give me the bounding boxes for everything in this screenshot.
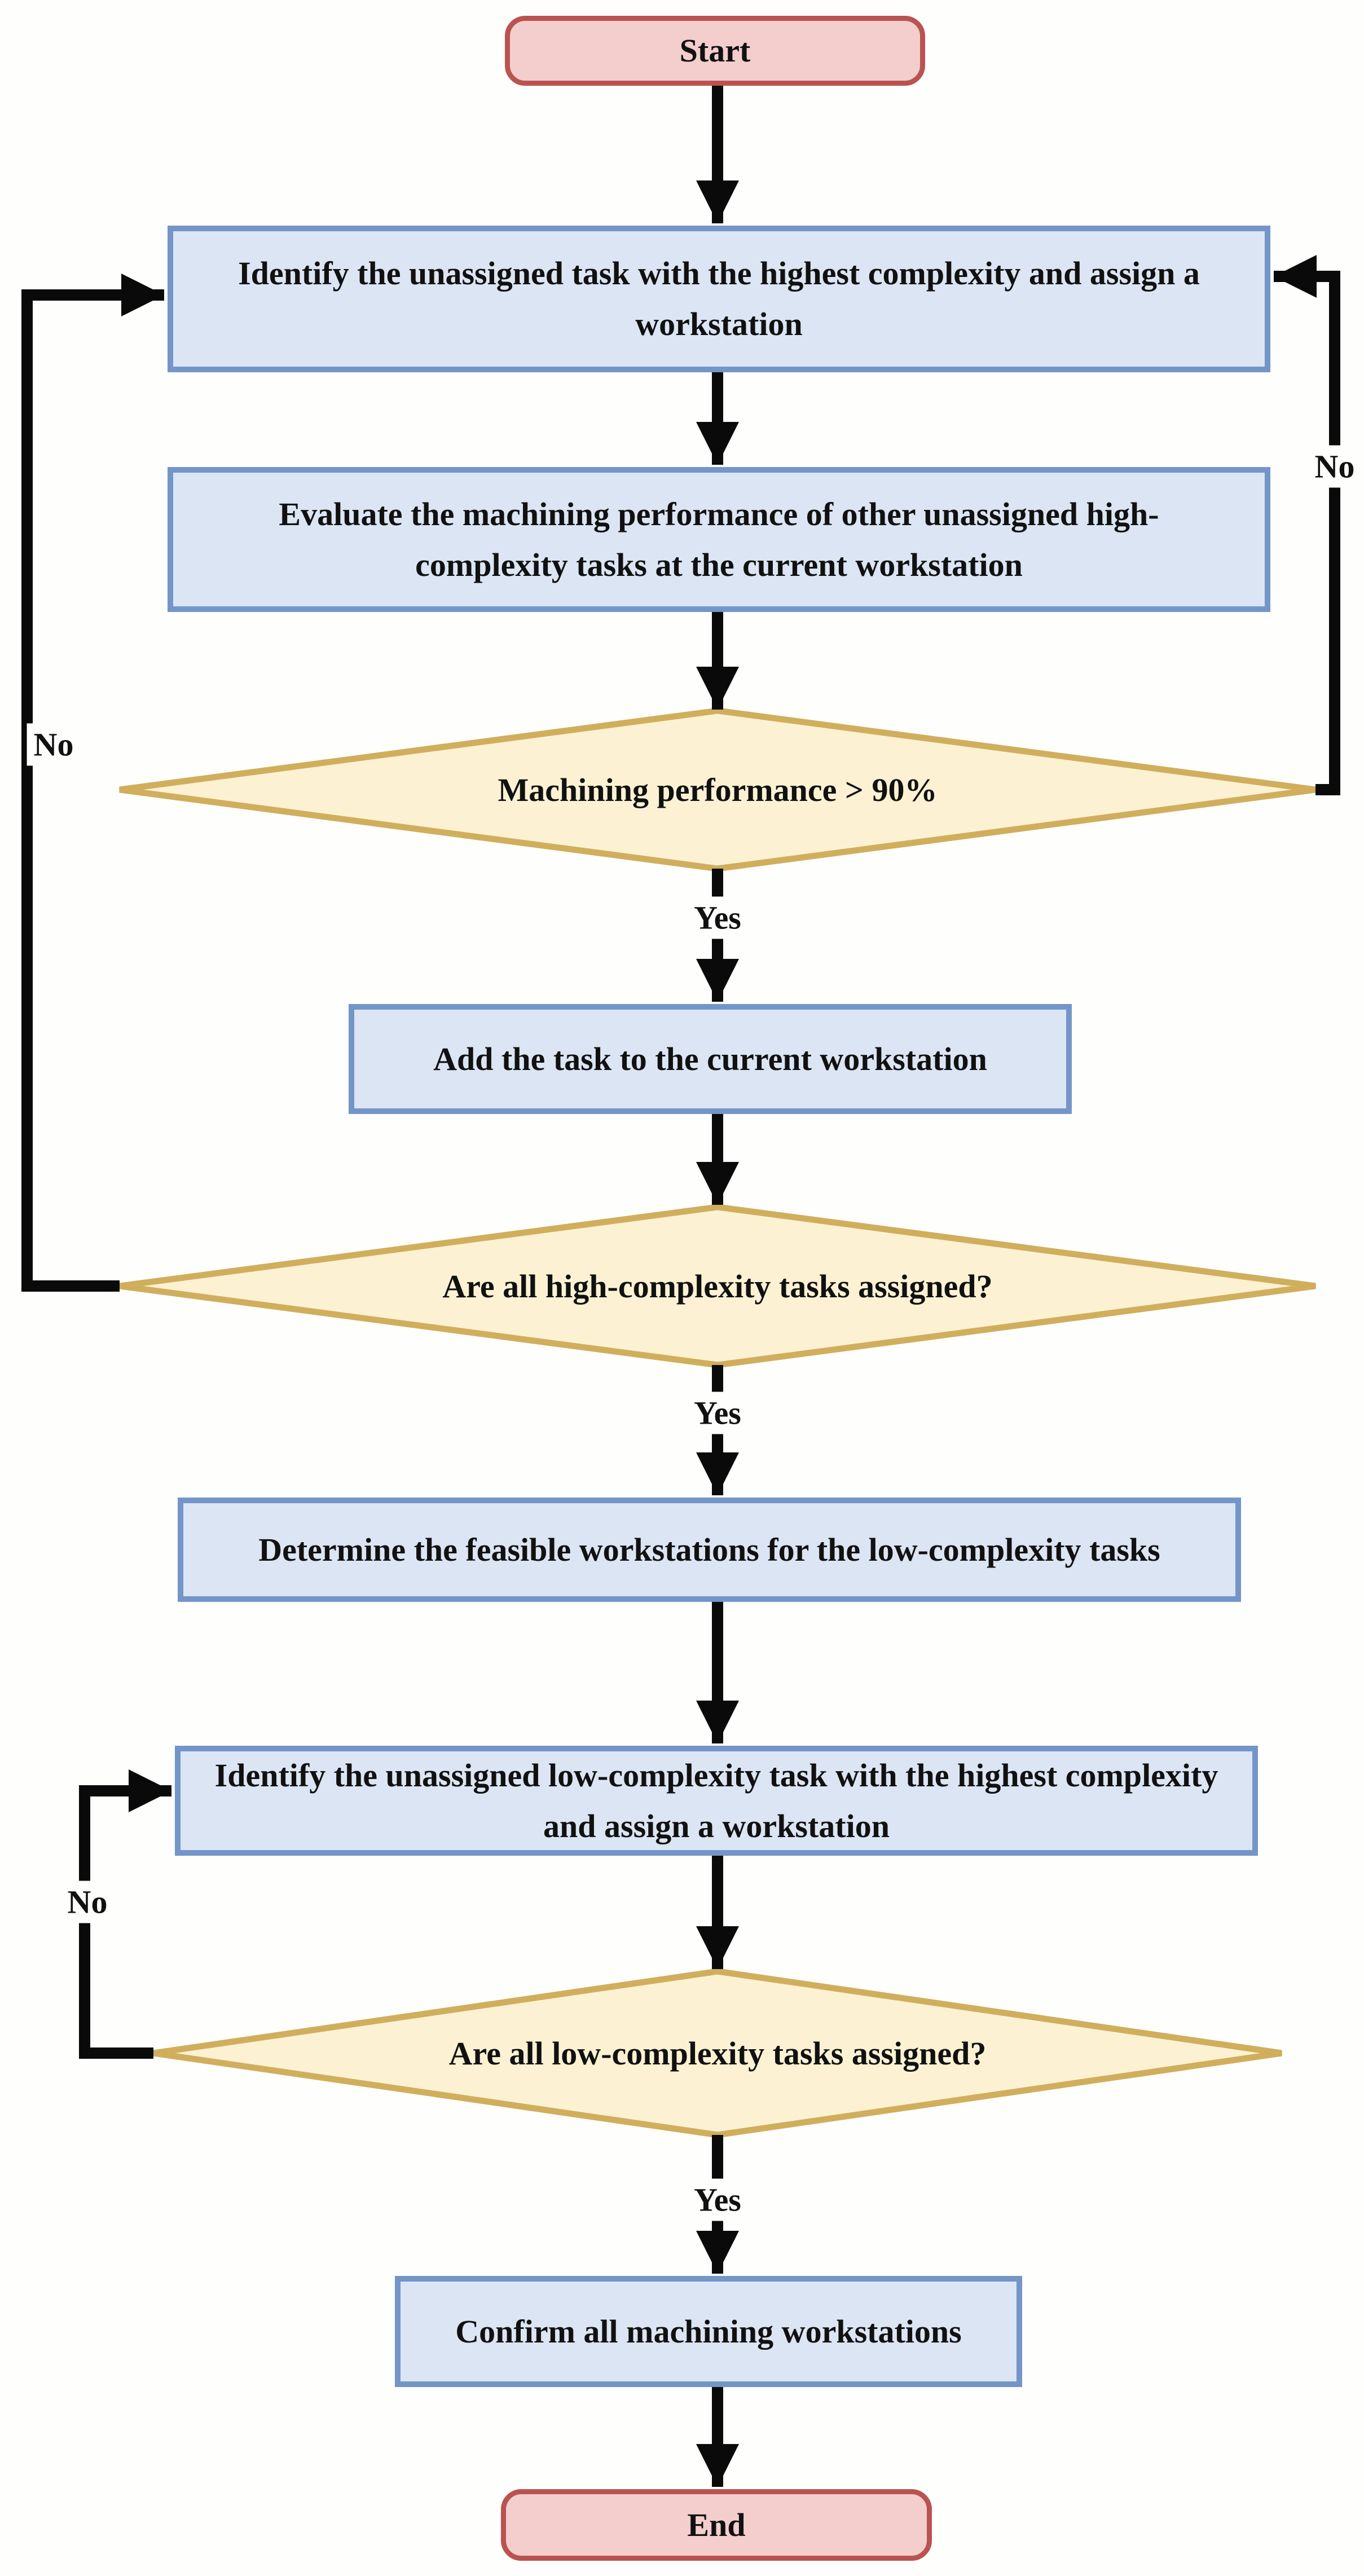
edge-label-yes-3: Yes — [687, 2178, 748, 2221]
node-identify-low-task-label: Identify the unassigned low-complexity t… — [214, 1756, 1218, 1844]
node-performance-check-label: Machining performance > 90% — [153, 759, 1282, 821]
node-add-task: Add the task to the current workstation — [349, 1004, 1072, 1114]
edge-label-no-left-2: No — [60, 1881, 115, 1923]
node-start-label: Start — [679, 32, 751, 69]
node-evaluate-performance-label: Evaluate the machining performance of ot… — [279, 495, 1159, 583]
node-start: Start — [505, 16, 925, 86]
node-add-task-label: Add the task to the current workstation — [433, 1040, 987, 1077]
node-confirm-workstations: Confirm all machining workstations — [395, 2276, 1022, 2387]
edge-highcheck-no-loop-left — [21, 274, 164, 1292]
node-evaluate-performance: Evaluate the machining performance of ot… — [168, 467, 1270, 612]
node-end-label: End — [687, 2506, 746, 2543]
node-identify-high-task: Identify the unassigned task with the hi… — [168, 226, 1270, 372]
node-end: End — [501, 2489, 932, 2561]
node-determine-feasible: Determine the feasible workstations for … — [178, 1498, 1241, 1602]
node-low-tasks-assigned-label: Are all low-complexity tasks assigned? — [153, 2022, 1282, 2084]
node-identify-high-task-label: Identify the unassigned task with the hi… — [238, 255, 1200, 342]
node-determine-feasible-label: Determine the feasible workstations for … — [258, 1531, 1160, 1568]
edge-label-no-right: No — [1308, 445, 1362, 488]
node-identify-low-task: Identify the unassigned low-complexity t… — [175, 1746, 1258, 1856]
edge-label-yes-2: Yes — [687, 1392, 748, 1434]
performance-check-text: Machining performance > 90% — [498, 771, 938, 808]
edge-check-no-loop-right — [1274, 255, 1340, 795]
edge-label-no-left-1: No — [27, 723, 81, 766]
edge-label-yes-1: Yes — [687, 896, 748, 939]
high-tasks-assigned-text: Are all high-complexity tasks assigned? — [442, 1267, 993, 1305]
node-confirm-workstations-label: Confirm all machining workstations — [455, 2313, 962, 2350]
low-tasks-assigned-text: Are all low-complexity tasks assigned? — [448, 2035, 987, 2072]
node-high-tasks-assigned-label: Are all high-complexity tasks assigned? — [153, 1255, 1282, 1317]
